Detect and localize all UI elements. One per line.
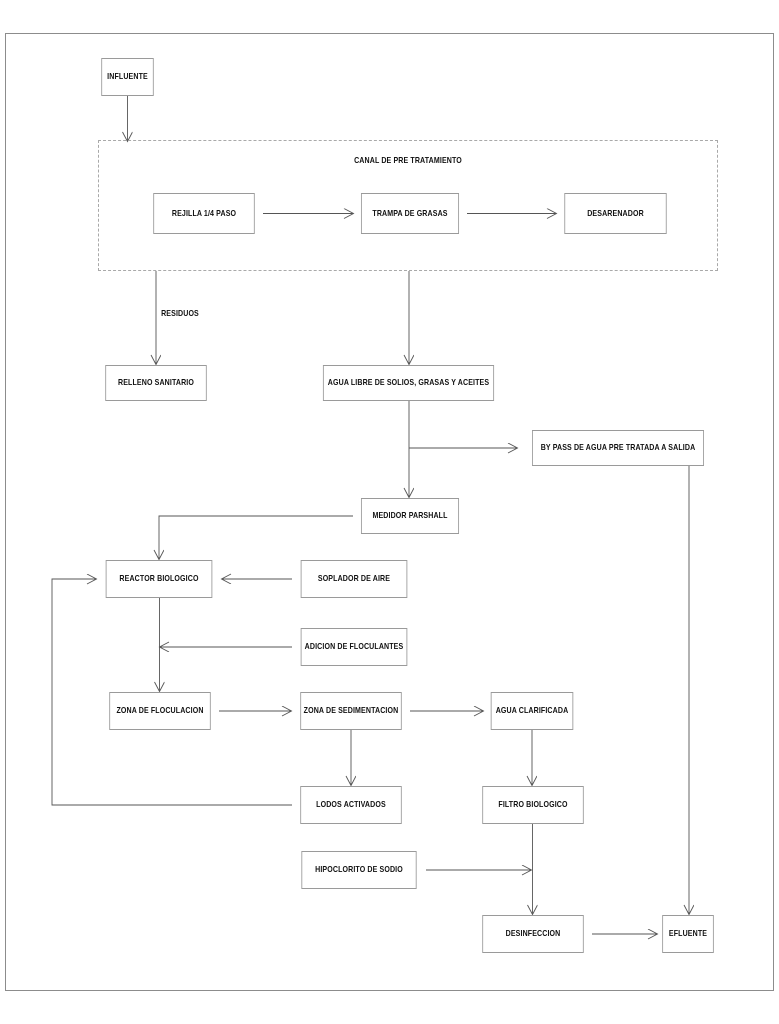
node-efluente[interactable]: EFLUENTE (662, 915, 714, 953)
node-hipoclorito-de-sodio[interactable]: HIPOCLORITO DE SODIO (301, 851, 417, 889)
node-zona-de-sedimentacion[interactable]: ZONA DE SEDIMENTACION (300, 692, 402, 730)
node-lodos-activados[interactable]: LODOS ACTIVADOS (300, 786, 402, 824)
node-influente-label: INFLUENTE (107, 72, 148, 82)
node-zona-de-floculacion-label: ZONA DE FLOCULACION (116, 706, 204, 716)
node-filtro-biologico-label: FILTRO BIOLOGICO (498, 800, 568, 810)
node-agua-libre-label: AGUA LIBRE DE SOLIOS, GRASAS Y ACEITES (327, 378, 490, 388)
node-medidor-parshall[interactable]: MEDIDOR PARSHALL (360, 498, 460, 534)
node-trampa-de-grasas-label: TRAMPA DE GRASAS (372, 208, 448, 218)
node-lodos-activados-label: LODOS ACTIVADOS (316, 800, 386, 810)
node-trampa-de-grasas[interactable]: TRAMPA DE GRASAS (360, 193, 460, 234)
node-by-pass-label: BY PASS DE AGUA PRE TRATADA A SALIDA (540, 443, 696, 453)
canal-de-pre-tratamiento-group (98, 140, 718, 271)
node-efluente-label: EFLUENTE (668, 929, 708, 939)
node-rejilla[interactable]: REJILLA 1/4 PASO (153, 193, 255, 234)
node-agua-libre[interactable]: AGUA LIBRE DE SOLIOS, GRASAS Y ACEITES (322, 365, 495, 401)
page-border (5, 33, 774, 991)
node-desinfeccion[interactable]: DESINFECCION (482, 915, 584, 953)
canal-de-pre-tratamiento-title: CANAL DE PRE TRATAMIENTO (354, 156, 462, 165)
node-desarenador[interactable]: DESARENADOR (564, 193, 667, 234)
node-reactor-biologico-label: REACTOR BIOLOGICO (119, 574, 199, 584)
node-zona-de-floculacion[interactable]: ZONA DE FLOCULACION (109, 692, 211, 730)
node-adicion-de-floculantes[interactable]: ADICION DE FLOCULANTES (300, 628, 408, 666)
node-influente[interactable]: INFLUENTE (101, 58, 154, 96)
node-desarenador-label: DESARENADOR (587, 208, 644, 218)
node-reactor-biologico[interactable]: REACTOR BIOLOGICO (105, 560, 213, 598)
node-medidor-parshall-label: MEDIDOR PARSHALL (372, 511, 448, 521)
node-rejilla-label: REJILLA 1/4 PASO (171, 208, 237, 218)
node-hipoclorito-de-sodio-label: HIPOCLORITO DE SODIO (315, 865, 403, 875)
node-soplador-de-aire-label: SOPLADOR DE AIRE (317, 574, 391, 584)
node-agua-clarificada-label: AGUA CLARIFICADA (495, 706, 569, 716)
node-adicion-de-floculantes-label: ADICION DE FLOCULANTES (304, 642, 404, 652)
node-soplador-de-aire[interactable]: SOPLADOR DE AIRE (300, 560, 408, 598)
node-relleno-sanitario-label: RELLENO SANITARIO (117, 378, 195, 388)
node-zona-de-sedimentacion-label: ZONA DE SEDIMENTACION (303, 706, 399, 716)
node-relleno-sanitario[interactable]: RELLENO SANITARIO (105, 365, 207, 401)
node-filtro-biologico[interactable]: FILTRO BIOLOGICO (482, 786, 584, 824)
node-by-pass[interactable]: BY PASS DE AGUA PRE TRATADA A SALIDA (532, 430, 704, 466)
node-agua-clarificada[interactable]: AGUA CLARIFICADA (490, 692, 574, 730)
node-desinfeccion-label: DESINFECCION (505, 929, 561, 939)
residuos-label: RESIDUOS (161, 309, 199, 318)
